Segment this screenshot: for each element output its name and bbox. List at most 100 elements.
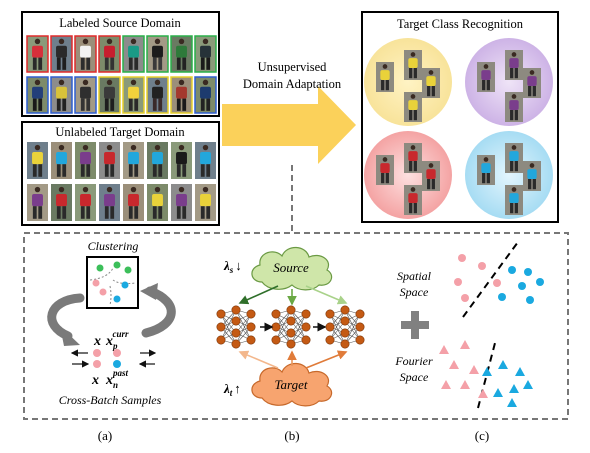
neuron (325, 322, 335, 332)
neuron (355, 309, 365, 319)
circular-arrow-head (140, 283, 158, 300)
network-edge (275, 313, 292, 345)
source-domain-panel: Labeled Source Domain (21, 11, 220, 117)
person-photo (171, 142, 192, 179)
person-photo (75, 142, 96, 179)
person-photo (422, 161, 440, 191)
fourier-point (460, 340, 470, 349)
cluster-dot (96, 264, 104, 272)
cluster-dot (92, 279, 100, 287)
person-photo (505, 92, 523, 122)
person-photo (98, 35, 121, 73)
cluster-yellow (364, 38, 452, 126)
person-photo (122, 35, 145, 73)
neuron (340, 316, 350, 326)
neuron (231, 339, 241, 349)
person-photo (147, 142, 168, 179)
plus-icon (401, 311, 429, 339)
fourier-point (469, 365, 479, 374)
person-photo (404, 50, 422, 80)
cluster-dot (113, 261, 121, 269)
neuron (325, 309, 335, 319)
person-photo (376, 62, 394, 92)
fourier-point (439, 345, 449, 354)
neuron (325, 335, 335, 345)
network-edge (329, 309, 346, 341)
cluster-dot (121, 281, 129, 289)
sample-dot-blue (113, 360, 121, 368)
person-photo (171, 184, 192, 221)
sample-dot-pink (113, 349, 121, 357)
neuron (286, 316, 296, 326)
person-photo (195, 142, 216, 179)
person-photo (505, 143, 523, 173)
neural-network-icon (216, 305, 365, 349)
person-photo (376, 155, 394, 185)
person-photo (404, 185, 422, 215)
neuron (355, 322, 365, 332)
person-photo (505, 50, 523, 80)
spatial-points (454, 254, 544, 304)
person-photo (404, 143, 422, 173)
fourier-point (493, 388, 503, 397)
target-domain-title: Unlabeled Target Domain (55, 125, 185, 139)
caption-b: (b) (284, 428, 299, 443)
neuron (231, 328, 241, 338)
person-photo (122, 76, 145, 114)
network-edge (344, 313, 361, 345)
recognition-title: Target Class Recognition (397, 17, 524, 31)
person-photo (505, 185, 523, 215)
neuron (216, 309, 226, 319)
fourier-point (523, 380, 533, 389)
network-edge (329, 313, 346, 345)
sample-dot-pink (93, 360, 101, 368)
cluster-dot (124, 266, 132, 274)
lambda-s-label: λs↓ (223, 258, 242, 275)
network-edge (220, 313, 237, 345)
spatial-label-line1: Spatial (397, 269, 432, 283)
uda-label-line2: Domain Adaptation (243, 77, 342, 91)
cross-batch-label: Cross-Batch Samples (59, 393, 162, 407)
neuron (301, 335, 311, 345)
panel-c: Spatial Space Fourier Space (394, 241, 544, 409)
person-photo (146, 76, 169, 114)
target-cloud-icon: Target (251, 362, 333, 407)
fourier-label-line1: Fourier (394, 354, 433, 368)
source-label: Source (273, 260, 309, 275)
person-photo (477, 62, 495, 92)
circular-arrow-head (60, 326, 80, 346)
fourier-points (439, 340, 533, 407)
person-photo (195, 184, 216, 221)
person-photo (194, 35, 217, 73)
cluster-person-photos (376, 50, 541, 215)
fourier-point (482, 367, 492, 376)
person-photo (50, 76, 73, 114)
spatial-separator (462, 241, 519, 318)
fourier-point (498, 360, 508, 369)
person-photo (170, 35, 193, 73)
recognition-panel: Target Class Recognition (361, 11, 559, 223)
network-edge (290, 313, 307, 345)
caption-c: (c) (475, 428, 489, 443)
panel-b: Source λs↓ Target λt↑ (216, 246, 365, 407)
fourier-point (478, 389, 488, 398)
cluster-purple (465, 38, 553, 126)
spatial-label-line2: Space (400, 285, 429, 299)
neuron (340, 328, 350, 338)
neuron (340, 339, 350, 349)
neuron (246, 335, 256, 345)
neuron (286, 339, 296, 349)
circular-arrow-icon (47, 293, 85, 341)
person-photo (74, 76, 97, 114)
x-symbol-top: x (93, 334, 101, 349)
person-photo (26, 76, 49, 114)
neuron (301, 309, 311, 319)
neuron (271, 309, 281, 319)
person-photo (51, 184, 72, 221)
neuron (231, 316, 241, 326)
source-domain-title: Labeled Source Domain (59, 16, 181, 30)
uda-label-line1: Unsupervised (258, 60, 327, 74)
caption-a: (a) (98, 428, 112, 443)
neuron (216, 322, 226, 332)
